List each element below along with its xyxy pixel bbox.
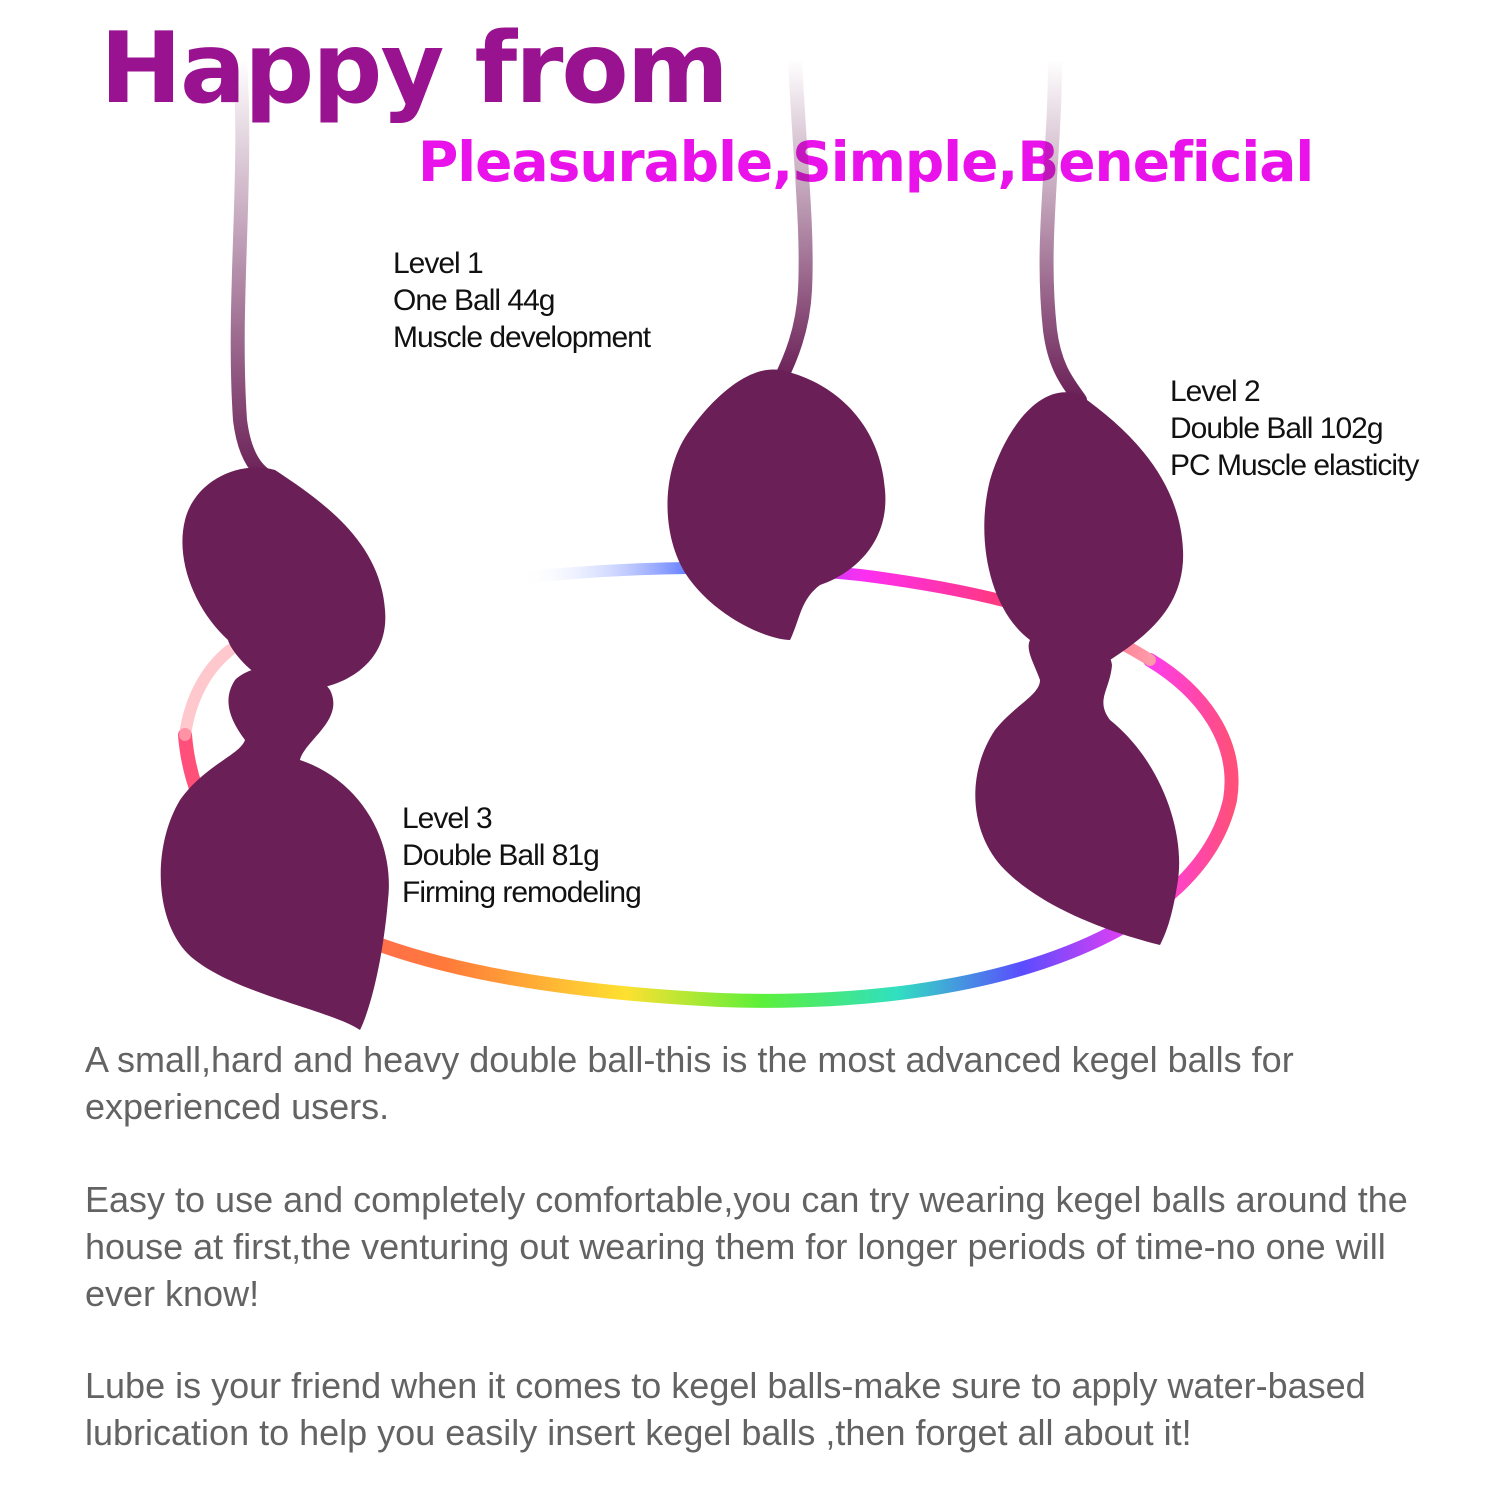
level-1-weight: One Ball 44g [393, 284, 555, 317]
level-1-label: Level 1 One Ball 44g Muscle development [393, 245, 651, 356]
cord-left [230, 53, 282, 487]
level-2-benefit: PC Muscle elasticity [1170, 449, 1419, 482]
product-illustration [160, 53, 1239, 1030]
level-2-label: Level 2 Double Ball 102g PC Muscle elast… [1170, 373, 1419, 484]
kegel-ball-level-1 [667, 369, 886, 640]
ring-left [179, 644, 236, 741]
kegel-balls-level-3 [160, 467, 389, 1030]
kegel-balls-level-2 [975, 392, 1184, 945]
cord-right [1039, 53, 1087, 407]
level-3-label: Level 3 Double Ball 81g Firming remodeli… [402, 800, 642, 911]
cord-middle [773, 53, 813, 387]
level-3-weight: Double Ball 81g [402, 839, 600, 872]
level-1-benefit: Muscle development [393, 321, 651, 354]
level-1-title: Level 1 [393, 247, 484, 280]
description-paragraph-2: Easy to use and completely comfortable,y… [85, 1179, 1408, 1314]
level-2-weight: Double Ball 102g [1170, 412, 1384, 445]
description-paragraph-3: Lube is your friend when it comes to keg… [85, 1365, 1366, 1453]
description-paragraph-1: A small,hard and heavy double ball-this … [85, 1039, 1294, 1127]
headline: Happy from [100, 12, 729, 126]
level-2-title: Level 2 [1170, 375, 1261, 408]
level-3-title: Level 3 [402, 802, 493, 835]
subheadline: Pleasurable,Simple,Beneficial [418, 130, 1314, 194]
level-3-benefit: Firming remodeling [402, 876, 642, 909]
